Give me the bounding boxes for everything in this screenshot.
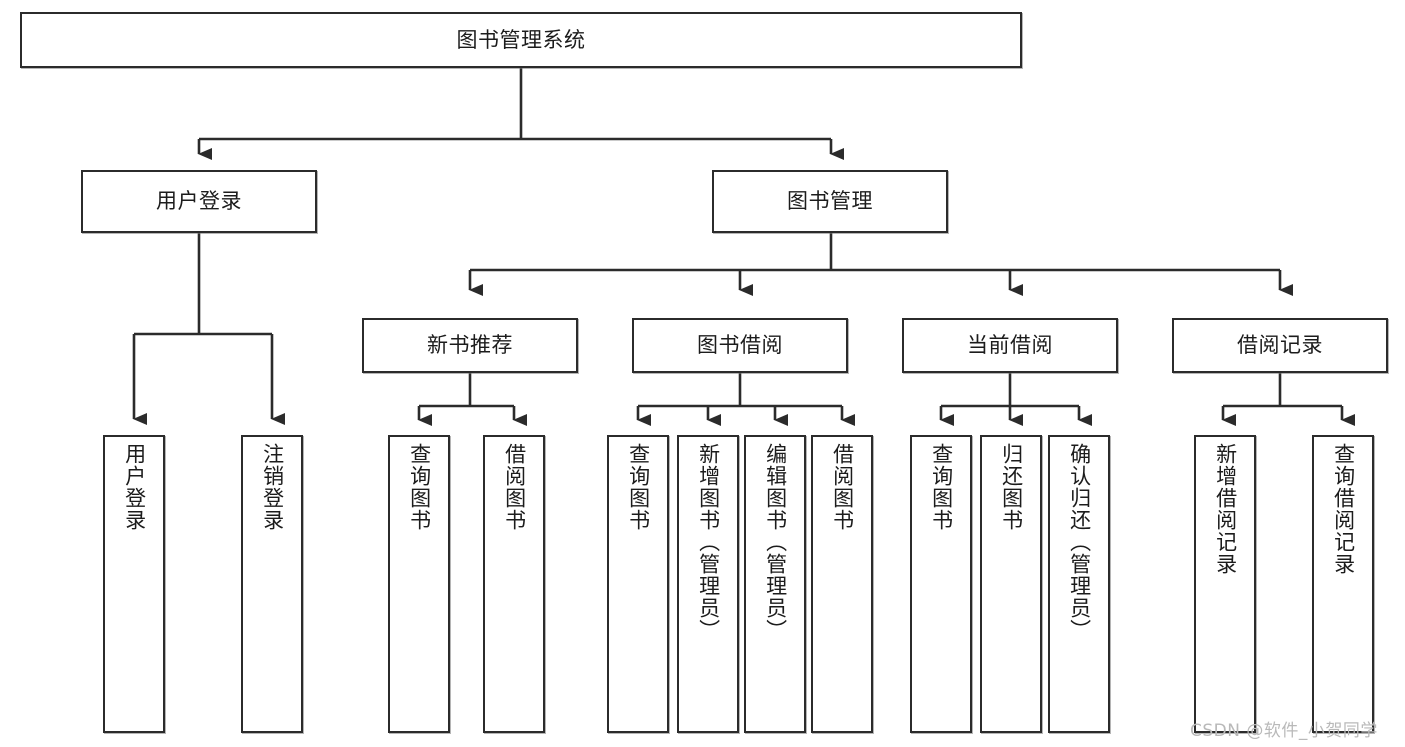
leaf-query-book-3[interactable]: 查询图书: [910, 435, 972, 733]
node-label: 用户登录: [122, 443, 147, 531]
node-label: 查询图书: [929, 443, 954, 531]
node-label: 查询图书: [407, 443, 432, 531]
leaf-query-borrow-record[interactable]: 查询借阅记录: [1312, 435, 1374, 733]
node-new-book-recommend[interactable]: 新书推荐: [362, 318, 578, 373]
leaf-borrow-book-1[interactable]: 借阅图书: [483, 435, 545, 733]
node-label: 借阅记录: [1237, 333, 1323, 358]
leaf-query-book-2[interactable]: 查询图书: [607, 435, 669, 733]
leaf-add-book[interactable]: 新增图书（管理员）: [677, 435, 739, 733]
node-label: 图书管理: [787, 189, 873, 214]
node-label: 用户登录: [156, 189, 242, 214]
node-current-borrow[interactable]: 当前借阅: [902, 318, 1118, 373]
leaf-return-book[interactable]: 归还图书: [980, 435, 1042, 733]
node-label: 注销登录: [260, 443, 285, 531]
node-label: 查询借阅记录: [1331, 443, 1356, 575]
node-label: 确认归还（管理员）: [1067, 443, 1092, 641]
node-root-system[interactable]: 图书管理系统: [20, 12, 1022, 68]
node-book-manage[interactable]: 图书管理: [712, 170, 948, 233]
watermark-text: CSDN @软件_小贺同学: [1190, 721, 1378, 741]
leaf-edit-book[interactable]: 编辑图书（管理员）: [744, 435, 806, 733]
node-book-borrow[interactable]: 图书借阅: [632, 318, 848, 373]
node-borrow-record[interactable]: 借阅记录: [1172, 318, 1388, 373]
node-label: 归还图书: [999, 443, 1024, 531]
node-label: 查询图书: [626, 443, 651, 531]
leaf-query-book-1[interactable]: 查询图书: [388, 435, 450, 733]
node-label: 图书借阅: [697, 333, 783, 358]
leaf-user-login[interactable]: 用户登录: [103, 435, 165, 733]
node-label: 借阅图书: [830, 443, 855, 531]
node-label: 图书管理系统: [456, 27, 586, 52]
leaf-borrow-book-2[interactable]: 借阅图书: [811, 435, 873, 733]
node-label: 编辑图书（管理员）: [763, 443, 788, 641]
leaf-confirm-return[interactable]: 确认归还（管理员）: [1048, 435, 1110, 733]
leaf-logout-login[interactable]: 注销登录: [241, 435, 303, 733]
node-label: 借阅图书: [502, 443, 527, 531]
node-label: 新增借阅记录: [1213, 443, 1238, 575]
leaf-add-borrow-record[interactable]: 新增借阅记录: [1194, 435, 1256, 733]
node-label: 当前借阅: [967, 333, 1053, 358]
node-label: 新书推荐: [427, 333, 513, 358]
node-label: 新增图书（管理员）: [696, 443, 721, 641]
node-user-login[interactable]: 用户登录: [81, 170, 317, 233]
